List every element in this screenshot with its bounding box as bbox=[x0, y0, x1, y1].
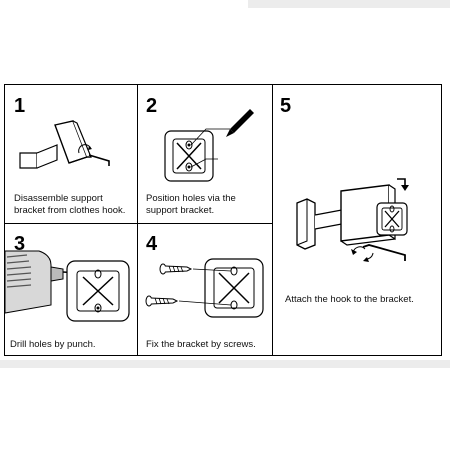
step-2-caption: Position holes via the support bracket. bbox=[146, 193, 236, 216]
step-1-number: 1 bbox=[14, 95, 26, 117]
drill-illustration bbox=[4, 250, 130, 322]
step-5-caption: Attach the hook to the bracket. bbox=[285, 294, 414, 305]
step-4-number: 4 bbox=[146, 233, 158, 255]
bottom-gray-bar bbox=[0, 360, 450, 368]
step-4-caption: Fix the bracket by screws. bbox=[146, 339, 256, 350]
step-2-number: 2 bbox=[146, 95, 158, 117]
instruction-sheet: 1 Disassemble support bracket from cloth… bbox=[4, 84, 442, 356]
attach-hook-illustration bbox=[296, 178, 409, 262]
divider-col-2 bbox=[272, 85, 273, 355]
hook-disassembly-illustration bbox=[19, 120, 110, 169]
step-3-caption: Drill holes by punch. bbox=[10, 339, 96, 350]
screw-fixing-illustration bbox=[145, 258, 264, 318]
divider-col-1 bbox=[137, 85, 138, 355]
step-3-number: 3 bbox=[14, 233, 26, 255]
position-holes-illustration bbox=[164, 109, 254, 182]
step-5-number: 5 bbox=[280, 95, 292, 117]
top-gray-bar bbox=[248, 0, 450, 8]
step-1-caption: Disassemble support bracket from clothes… bbox=[14, 193, 126, 216]
divider-row bbox=[5, 223, 273, 224]
